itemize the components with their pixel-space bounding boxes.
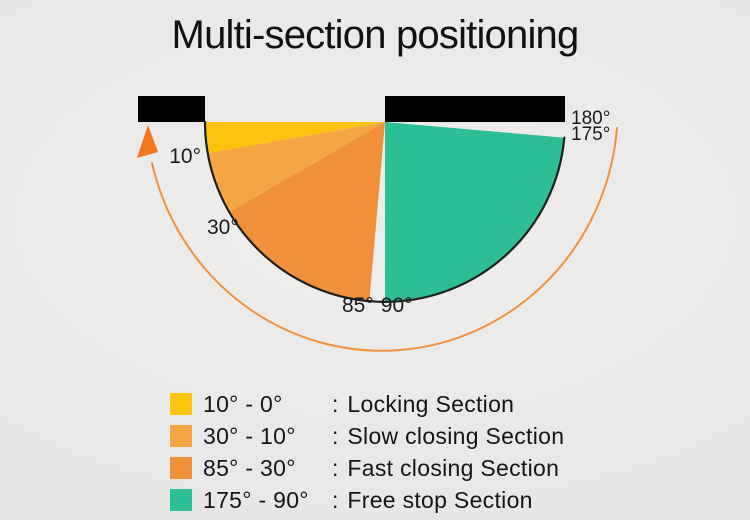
free-stop-section-wedge [385, 122, 565, 302]
angle-label-90: 90° [380, 294, 413, 317]
legend-colon: : [332, 422, 339, 449]
legend-label: Free stop Section [347, 486, 533, 513]
slow-closing-section-wedge [207, 122, 385, 212]
legend-range: 85° - 30° [203, 454, 296, 481]
angle-label-85: 85° [342, 294, 374, 317]
angle-label-85-90-group: 85° 90° [342, 295, 413, 316]
pie-outline-arc [203, 120, 566, 303]
legend-range: 30° - 10° [203, 422, 296, 449]
rotation-arrow-arc [151, 127, 618, 352]
fast-closing-section-wedge [229, 122, 385, 302]
legend-label: Locking Section [347, 390, 515, 417]
locking-section-wedge [204, 122, 385, 154]
legend-colon: : [332, 454, 339, 481]
left-door-bar [138, 96, 205, 122]
legend-item-locking: 10° - 0° : Locking Section [170, 388, 564, 420]
legend-swatch-free-stop [170, 489, 192, 511]
right-door-bar [385, 96, 565, 122]
legend-colon: : [332, 390, 339, 417]
angle-label-180: 180° [571, 108, 611, 129]
legend-label: Fast closing Section [347, 454, 560, 481]
legend-swatch-slow-closing [170, 425, 192, 447]
angle-label-30: 30° [207, 216, 239, 239]
legend-item-fast-closing: 85° - 30° : Fast closing Section [170, 452, 564, 484]
legend-item-free-stop: 175° - 90° : Free stop Section [170, 484, 564, 516]
legend-item-slow-closing: 30° - 10° : Slow closing Section [170, 420, 564, 452]
legend-swatch-fast-closing [170, 457, 192, 479]
legend-colon: : [332, 486, 339, 513]
legend: 10° - 0° : Locking Section 30° - 10° : S… [170, 388, 564, 516]
legend-range: 10° - 0° [203, 390, 283, 417]
angle-label-175: 175° [571, 124, 611, 145]
legend-range: 175° - 90° [203, 486, 309, 513]
legend-label: Slow closing Section [347, 422, 565, 449]
legend-swatch-locking [170, 393, 192, 415]
page-title: Multi-section positioning [171, 13, 580, 57]
rotation-arrow-head [137, 125, 158, 158]
angle-label-10: 10° [169, 145, 201, 168]
